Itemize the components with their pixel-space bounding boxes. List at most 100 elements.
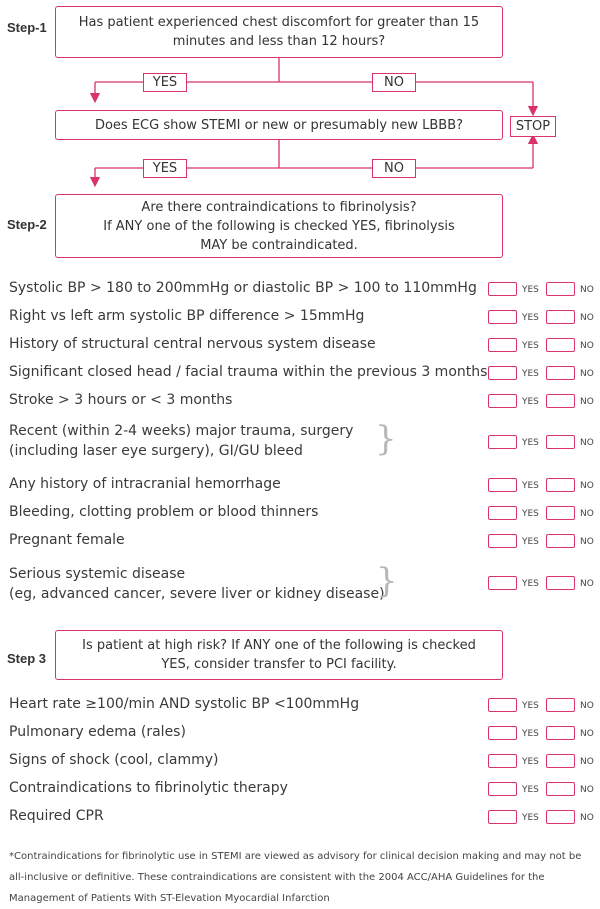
no-checkbox-label: NO [580, 481, 594, 491]
no-checkbox[interactable] [546, 754, 575, 768]
no-checkbox[interactable] [546, 726, 575, 740]
yes-checkbox[interactable] [488, 726, 517, 740]
no-checkbox-label: NO [580, 313, 594, 323]
no-checkbox-label: NO [580, 341, 594, 351]
yes-checkbox[interactable] [488, 435, 517, 449]
contraindication-item: Right vs left arm systolic BP difference… [9, 308, 365, 324]
yes-checkbox-label: YES [522, 481, 539, 491]
yes-checkbox[interactable] [488, 782, 517, 796]
footnote: *Contraindications for fibrinolytic use … [9, 851, 582, 904]
yes-checkbox[interactable] [488, 366, 517, 380]
contraindication-item: History of structural central nervous sy… [9, 336, 376, 352]
yes-checkbox[interactable] [488, 310, 517, 324]
contraindication-item: Serious systemic disease [9, 566, 186, 582]
yes-checkbox[interactable] [488, 338, 517, 352]
no-checkbox-label: NO [580, 537, 594, 547]
contraindication-item-continued: (including laser eye surgery), GI/GU ble… [9, 443, 303, 459]
no-checkbox-label: NO [580, 397, 594, 407]
no-checkbox-label: NO [580, 509, 594, 519]
step-2-question-box: Are there contraindications to fibrinoly… [55, 194, 503, 258]
high-risk-item: Contraindications to fibrinolytic therap… [9, 780, 288, 796]
yes-checkbox-label: YES [522, 285, 539, 295]
contraindication-item: Significant closed head / facial trauma … [9, 364, 488, 380]
step-2-question-line2: If ANY one of the following is checked Y… [103, 218, 455, 234]
step-1-question-line2: minutes and less than 12 hours? [172, 34, 386, 49]
brace-icon: } [375, 419, 397, 459]
yes-checkbox[interactable] [488, 698, 517, 712]
contraindication-item: Systolic BP > 180 to 200mmHg or diastoli… [9, 280, 477, 296]
step-1-question-line1: Has patient experienced chest discomfort… [78, 15, 480, 30]
no-checkbox[interactable] [546, 506, 575, 520]
contraindication-item: Bleeding, clotting problem or blood thin… [9, 504, 319, 520]
no-checkbox[interactable] [546, 366, 575, 380]
yes-checkbox[interactable] [488, 754, 517, 768]
yes-checkbox-label: YES [522, 729, 539, 739]
yes-checkbox[interactable] [488, 478, 517, 492]
no-checkbox-label: NO [580, 701, 594, 711]
yes-checkbox[interactable] [488, 506, 517, 520]
contraindication-item-continued: (eg, advanced cancer, severe liver or ki… [9, 586, 385, 602]
high-risk-item: Heart rate ≥100/min AND systolic BP <100… [9, 696, 360, 712]
yes-checkbox-label: YES [522, 701, 539, 711]
yes-checkbox[interactable] [488, 534, 517, 548]
no-checkbox[interactable] [546, 435, 575, 449]
yes-checkbox-label: YES [522, 341, 539, 351]
step-1-no-label: NO [372, 73, 416, 92]
no-checkbox[interactable] [546, 310, 575, 324]
no-checkbox-label: NO [580, 369, 594, 379]
yes-checkbox-label: YES [522, 757, 539, 767]
no-checkbox-label: NO [580, 785, 594, 795]
no-checkbox-label: NO [580, 729, 594, 739]
yes-checkbox-label: YES [522, 313, 539, 323]
yes-checkbox[interactable] [488, 282, 517, 296]
stop-box: STOP [510, 116, 556, 137]
contraindication-item: Pregnant female [9, 532, 125, 548]
ecg-question-box: Does ECG show STEMI or new or presumably… [55, 110, 503, 140]
no-checkbox[interactable] [546, 282, 575, 296]
no-checkbox-label: NO [580, 757, 594, 767]
ecg-question: Does ECG show STEMI or new or presumably… [94, 117, 464, 133]
no-checkbox[interactable] [546, 394, 575, 408]
ecg-no-label: NO [372, 159, 416, 178]
no-checkbox-label: NO [580, 438, 594, 448]
step-1-question-box: Has patient experienced chest discomfort… [55, 6, 503, 58]
high-risk-item: Pulmonary edema (rales) [9, 724, 186, 740]
yes-checkbox[interactable] [488, 810, 517, 824]
no-checkbox-label: NO [580, 285, 594, 295]
no-checkbox[interactable] [546, 534, 575, 548]
yes-checkbox-label: YES [522, 579, 539, 589]
yes-checkbox-label: YES [522, 369, 539, 379]
no-checkbox[interactable] [546, 810, 575, 824]
step-1-yes-label: YES [143, 73, 187, 92]
no-checkbox[interactable] [546, 576, 575, 590]
yes-checkbox[interactable] [488, 394, 517, 408]
yes-checkbox-label: YES [522, 509, 539, 519]
high-risk-item: Signs of shock (cool, clammy) [9, 752, 219, 768]
brace-icon: } [376, 561, 398, 601]
no-checkbox-label: NO [580, 813, 594, 823]
high-risk-item: Required CPR [9, 808, 104, 824]
step-3-question-line1: Is patient at high risk? If ANY one of t… [82, 638, 476, 653]
step-2-label: Step-2 [7, 217, 47, 232]
contraindication-item: Stroke > 3 hours or < 3 months [9, 392, 233, 408]
yes-checkbox[interactable] [488, 576, 517, 590]
step-2-question-line3: MAY be contraindicated. [200, 237, 358, 253]
yes-checkbox-label: YES [522, 537, 539, 547]
no-checkbox[interactable] [546, 338, 575, 352]
yes-checkbox-label: YES [522, 397, 539, 407]
step-2-question-line1: Are there contraindications to fibrinoly… [141, 199, 417, 215]
no-checkbox-label: NO [580, 579, 594, 589]
step-3-question-line2: YES, consider transfer to PCI facility. [161, 657, 397, 672]
no-checkbox[interactable] [546, 782, 575, 796]
ecg-yes-label: YES [143, 159, 187, 178]
yes-checkbox-label: YES [522, 813, 539, 823]
step-3-label: Step 3 [7, 651, 47, 666]
step-1-label: Step-1 [7, 20, 47, 35]
contraindication-item: Any history of intracranial hemorrhage [9, 476, 281, 492]
step-3-question-box: Is patient at high risk? If ANY one of t… [55, 630, 503, 680]
no-checkbox[interactable] [546, 478, 575, 492]
yes-checkbox-label: YES [522, 785, 539, 795]
contraindication-item: Recent (within 2-4 weeks) major trauma, … [9, 423, 354, 439]
no-checkbox[interactable] [546, 698, 575, 712]
yes-checkbox-label: YES [522, 438, 539, 448]
